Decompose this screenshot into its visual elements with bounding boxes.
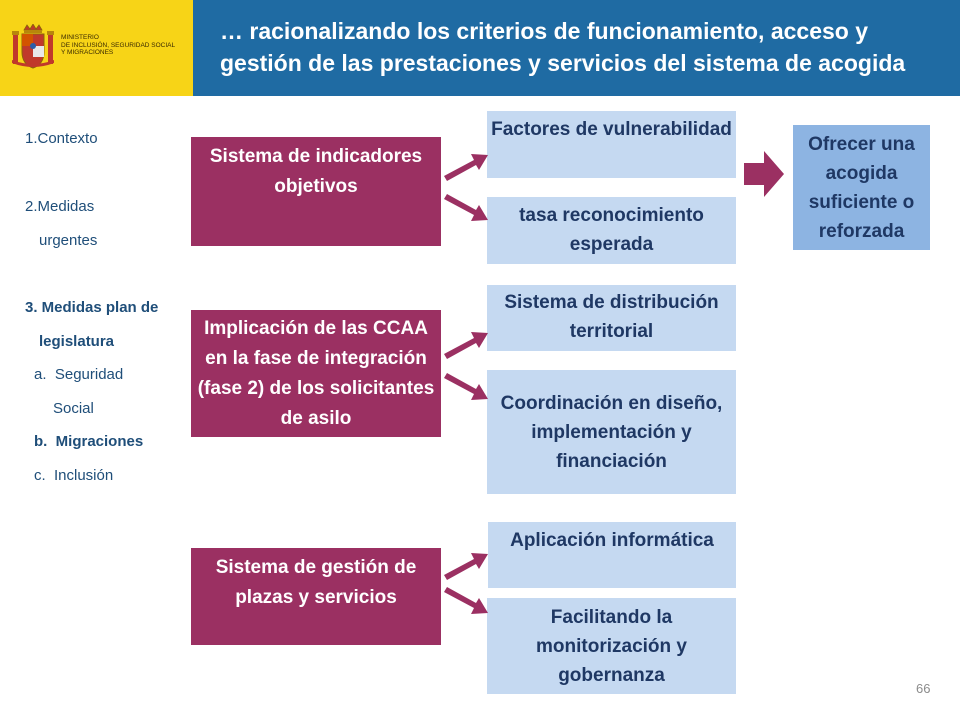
result-bold-word: Ofrecer <box>808 133 876 155</box>
sidebar-item-seguridad[interactable]: a. Seguridad <box>34 366 124 383</box>
title-bar: … racionalizando los criterios de funcio… <box>193 0 960 96</box>
arrow-down-right-icon <box>444 194 488 221</box>
sidebar-item-contexto[interactable]: 1.Contexto <box>25 130 98 147</box>
box-factores-vulnerabilidad: Factores de vulnerabilidad <box>487 111 736 178</box>
box-distribucion-territorial: Sistema de distribución territorial <box>487 285 736 351</box>
sidebar-item-inclusion[interactable]: c. Inclusión <box>34 467 114 484</box>
box-label: Sistema de gestión de plazas y servicios <box>215 557 417 608</box>
result-label: Ofrecer una acogida suficiente o reforza… <box>793 130 930 246</box>
sidebar-item-urgentes[interactable]: urgentes <box>39 232 98 249</box>
coat-of-arms-icon <box>12 24 54 69</box>
arrow-right-icon <box>744 151 784 197</box>
sidebar-item-legislatura[interactable]: legislatura <box>39 333 115 350</box>
box-label: Sistema de indicadores objetivos <box>209 146 423 197</box>
box-label: Facilitando la monitorización y gobernan… <box>536 606 687 686</box>
ministry-line: DE INCLUSIÓN, SEGURIDAD SOCIAL <box>61 41 176 49</box>
sidebar-item-social[interactable]: Social <box>53 400 94 417</box>
box-monitorizacion: Facilitando la monitorización y gobernan… <box>487 598 736 694</box>
sidebar-item-medidas-plan[interactable]: 3. Medidas plan de <box>25 299 159 316</box>
box-coordinacion: Coordinación en diseño, implementación y… <box>487 370 736 494</box>
box-label: Sistema de distribución territorial <box>504 292 719 342</box>
ministry-name: MINISTERIO DE INCLUSIÓN, SEGURIDAD SOCIA… <box>61 34 189 57</box>
sidebar-item-migraciones[interactable]: b. Migraciones <box>34 433 144 450</box>
box-label: tasa reconocimiento esperada <box>519 205 704 255</box>
box-sistema-gestion: Sistema de gestión de plazas y servicios <box>191 548 441 645</box>
box-aplicacion-informatica: Aplicación informática <box>488 522 736 588</box>
box-ofrecer-acogida: Ofrecer una acogida suficiente o reforza… <box>793 125 930 250</box>
result-rest: una acogida suficiente o reforzada <box>808 133 915 242</box>
box-implicacion-ccaa: Implicación de las CCAA en la fase de in… <box>191 310 441 437</box>
ministry-line: MINISTERIO <box>61 34 99 41</box>
box-sistema-indicadores: Sistema de indicadores objetivos <box>191 137 441 246</box>
page-number: 66 <box>916 681 931 696</box>
box-label: Coordinación en diseño, implementación y… <box>500 392 723 472</box>
ministry-line: Y MIGRACIONES <box>61 49 114 56</box>
slide-title: … racionalizando los criterios de funcio… <box>220 18 906 76</box>
ministry-logo: MINISTERIO DE INCLUSIÓN, SEGURIDAD SOCIA… <box>0 0 193 96</box>
box-label: Aplicación informática <box>510 530 714 551</box>
box-tasa-reconocimiento: tasa reconocimiento esperada <box>487 197 736 264</box>
arrow-up-right-icon <box>444 154 488 181</box>
sidebar-item-medidas[interactable]: 2.Medidas <box>25 198 95 215</box>
arrow-down-right-icon <box>444 373 488 400</box>
arrow-down-right-icon <box>444 587 488 614</box>
box-label: Factores de vulnerabilidad <box>491 119 732 140</box>
arrow-up-right-icon <box>444 553 488 580</box>
sidebar-nav: 1.Contexto 2.Medidas urgentes 3. Medidas… <box>0 96 185 720</box>
box-label: Implicación de las CCAA en la fase de in… <box>197 317 435 429</box>
arrow-up-right-icon <box>444 332 488 359</box>
